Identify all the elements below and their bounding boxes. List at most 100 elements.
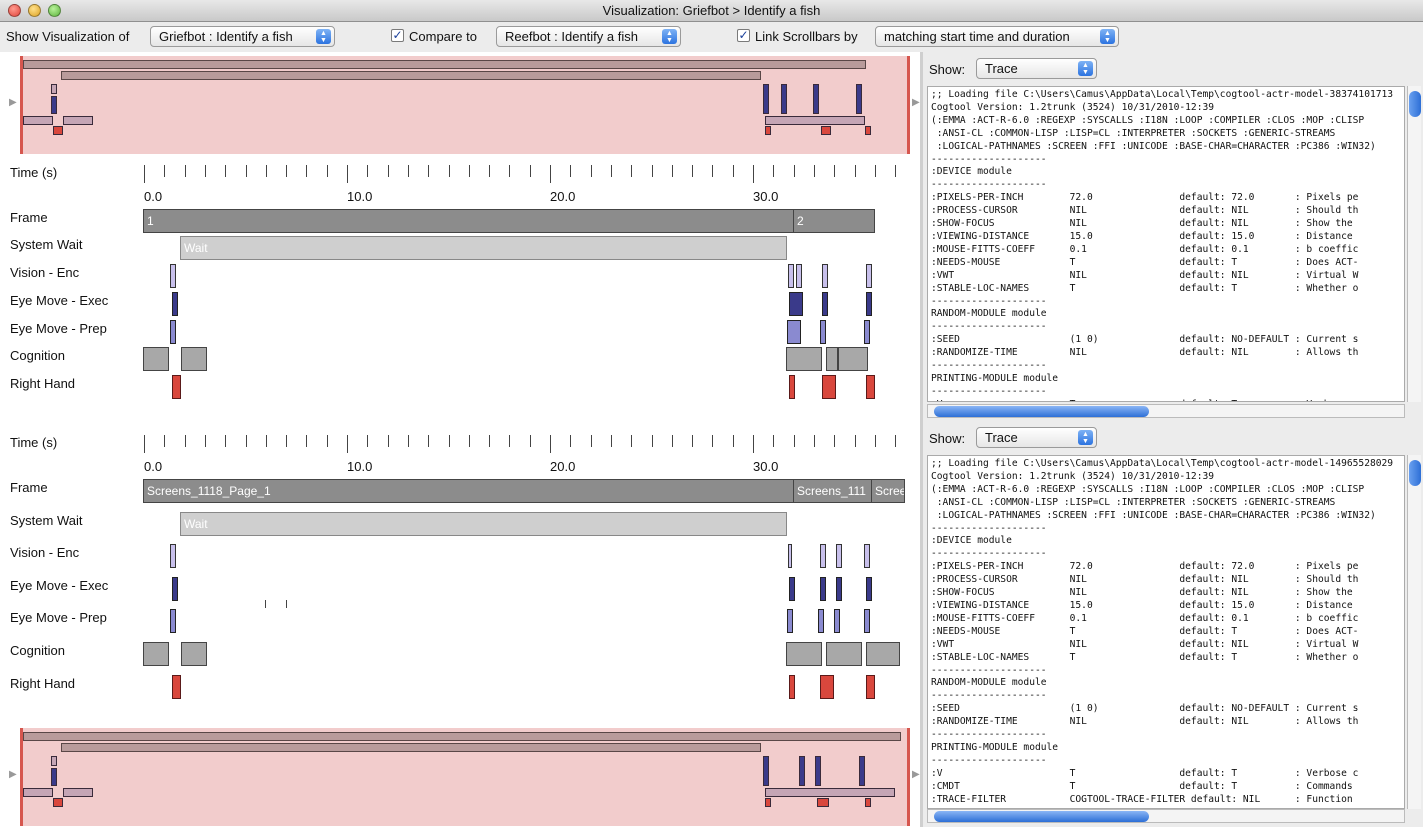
- scroll-thumb[interactable]: [934, 811, 1149, 822]
- vision-enc-mark[interactable]: [788, 264, 794, 288]
- show-select[interactable]: Trace ▲▼: [976, 427, 1097, 448]
- expand-arrow-icon[interactable]: ▶: [9, 97, 17, 108]
- eye-move-prep-mark[interactable]: [170, 320, 176, 344]
- right-hand-mark[interactable]: [866, 375, 875, 399]
- eye-move-exec-mark[interactable]: [866, 577, 872, 601]
- overview-mark: [765, 798, 771, 807]
- eye-move-exec-mark[interactable]: [172, 577, 178, 601]
- overview-scroller-top[interactable]: [20, 56, 910, 154]
- cognition-bar[interactable]: [786, 347, 822, 371]
- window-titlebar: Visualization: Griefbot > Identify a fis…: [0, 0, 1423, 22]
- right-hand-mark[interactable]: [866, 675, 875, 699]
- zoom-window-button[interactable]: [48, 4, 61, 17]
- eye-move-prep-mark[interactable]: [787, 609, 793, 633]
- overview-mark: [856, 84, 862, 114]
- axis-tick: [712, 435, 713, 447]
- eye-move-exec-mark[interactable]: [836, 577, 842, 601]
- minimize-window-button[interactable]: [28, 4, 41, 17]
- horizontal-scrollbar[interactable]: [927, 809, 1405, 823]
- eye-move-prep-mark[interactable]: [864, 609, 870, 633]
- eye-move-exec-mark[interactable]: [789, 292, 803, 316]
- axis-tick: [164, 165, 165, 177]
- vision-enc-mark[interactable]: [820, 544, 826, 568]
- cognition-bar[interactable]: [866, 642, 900, 666]
- row-label-right-hand: Right Hand: [10, 376, 76, 391]
- right-hand-mark[interactable]: [820, 675, 834, 699]
- row-label-vision-enc: Vision - Enc: [10, 545, 80, 560]
- axis-tick: [367, 435, 368, 447]
- cognition-bar[interactable]: [143, 642, 169, 666]
- axis-tick: [550, 435, 551, 453]
- close-window-button[interactable]: [8, 4, 21, 17]
- frame-bar[interactable]: Scree: [871, 479, 905, 503]
- frame-bar[interactable]: 1: [143, 209, 795, 233]
- vision-enc-mark[interactable]: [836, 544, 842, 568]
- trace-text[interactable]: ;; Loading file C:\Users\Camus\AppData\L…: [927, 455, 1405, 809]
- row-label-system-wait: System Wait: [10, 513, 83, 528]
- right-hand-mark[interactable]: [822, 375, 836, 399]
- cognition-bar[interactable]: [786, 642, 822, 666]
- trace-text[interactable]: ;; Loading file C:\Users\Camus\AppData\L…: [927, 86, 1405, 402]
- scroll-thumb[interactable]: [1409, 91, 1421, 117]
- vision-enc-mark[interactable]: [822, 264, 828, 288]
- eye-move-prep-mark[interactable]: [834, 609, 840, 633]
- vision-enc-mark[interactable]: [170, 544, 176, 568]
- cognition-bar[interactable]: [826, 347, 838, 371]
- link-scrollbars-select[interactable]: matching start time and duration ▲▼: [875, 26, 1119, 47]
- vision-enc-mark[interactable]: [866, 264, 872, 288]
- system-wait-bar[interactable]: Wait: [180, 236, 787, 260]
- cognition-bar[interactable]: [143, 347, 169, 371]
- expand-arrow-icon[interactable]: ▶: [9, 769, 17, 780]
- eye-move-prep-mark[interactable]: [787, 320, 801, 344]
- axis-tick: [408, 165, 409, 177]
- vision-enc-mark[interactable]: [864, 544, 870, 568]
- eye-move-prep-mark[interactable]: [170, 609, 176, 633]
- right-hand-mark[interactable]: [172, 675, 181, 699]
- right-hand-mark[interactable]: [789, 375, 795, 399]
- eye-move-exec-mark[interactable]: [866, 292, 872, 316]
- eye-move-prep-mark[interactable]: [864, 320, 870, 344]
- cognition-bar[interactable]: [838, 347, 868, 371]
- vertical-scrollbar[interactable]: [1407, 86, 1421, 402]
- link-scrollbars-checkbox[interactable]: ✓: [737, 28, 750, 42]
- overview-frame-bar: [23, 60, 866, 69]
- eye-move-exec-mark[interactable]: [789, 577, 795, 601]
- show-select[interactable]: Trace ▲▼: [976, 58, 1097, 79]
- split-divider[interactable]: [920, 52, 923, 827]
- collapse-arrow-icon[interactable]: ▶: [912, 97, 920, 108]
- right-hand-mark[interactable]: [789, 675, 795, 699]
- select-arrows-icon: ▲▼: [1100, 29, 1115, 44]
- show-visualization-select[interactable]: Griefbot : Identify a fish ▲▼: [150, 26, 335, 47]
- axis-tick: [246, 165, 247, 177]
- collapse-arrow-icon[interactable]: ▶: [912, 769, 920, 780]
- frame-bar[interactable]: Screens_111: [793, 479, 873, 503]
- right-hand-mark[interactable]: [172, 375, 181, 399]
- vision-enc-mark[interactable]: [170, 264, 176, 288]
- system-wait-bar[interactable]: Wait: [180, 512, 787, 536]
- axis-tick: [347, 165, 348, 183]
- overview-scroller-bottom[interactable]: [20, 728, 910, 826]
- vertical-scrollbar[interactable]: [1407, 455, 1421, 809]
- frame-bar[interactable]: 2: [793, 209, 875, 233]
- axis-tick: [773, 435, 774, 447]
- cognition-bar[interactable]: [181, 642, 207, 666]
- eye-move-prep-mark[interactable]: [820, 320, 826, 344]
- overview-mark: [763, 756, 769, 786]
- compare-select[interactable]: Reefbot : Identify a fish ▲▼: [496, 26, 681, 47]
- eye-move-exec-mark[interactable]: [822, 292, 828, 316]
- compare-checkbox[interactable]: ✓: [391, 28, 404, 42]
- overview-mark: [799, 756, 805, 786]
- time-axis-label: Time (s): [10, 435, 58, 450]
- cognition-bar[interactable]: [181, 347, 207, 371]
- cognition-bar[interactable]: [826, 642, 862, 666]
- vision-enc-mark[interactable]: [796, 264, 802, 288]
- vision-enc-mark[interactable]: [788, 544, 792, 568]
- frame-bar[interactable]: Screens_1118_Page_1: [143, 479, 795, 503]
- scroll-thumb[interactable]: [934, 406, 1149, 417]
- horizontal-scrollbar[interactable]: [927, 404, 1405, 418]
- eye-move-exec-mark[interactable]: [172, 292, 178, 316]
- eye-move-exec-mark[interactable]: [820, 577, 826, 601]
- show-visualization-value: Griefbot : Identify a fish: [159, 29, 293, 44]
- eye-move-prep-mark[interactable]: [818, 609, 824, 633]
- scroll-thumb[interactable]: [1409, 460, 1421, 486]
